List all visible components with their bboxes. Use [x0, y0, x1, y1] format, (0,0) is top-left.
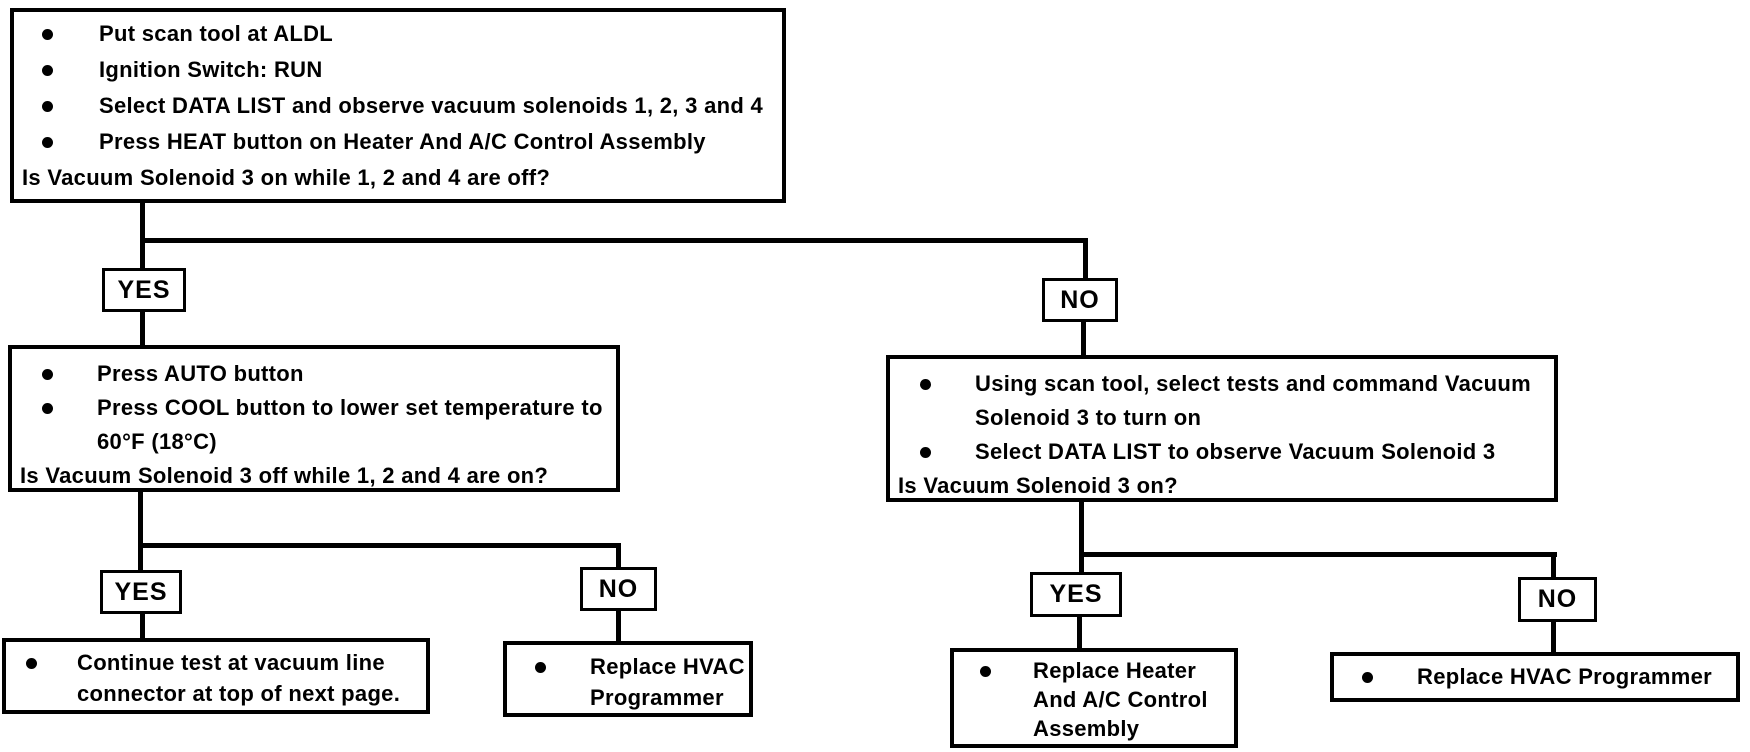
root-bullet-row: Select DATA LIST and observe vacuum sole…	[14, 88, 782, 124]
continue-test-line: Continue test at vacuum line	[77, 650, 385, 675]
connector-right-decision-stem	[1079, 500, 1084, 557]
node-replace-hvac-programmer-left-box: Replace HVAC Programmer	[503, 641, 753, 717]
connector-no3-to-replace-hvac	[1551, 620, 1556, 654]
replace-hvac-right-bullet-row: Replace HVAC Programmer	[1334, 656, 1736, 697]
bullet-icon	[26, 658, 37, 669]
root-bullet-row: Press HEAT button on Heater And A/C Cont…	[14, 124, 782, 160]
connector-root-yes-stub	[140, 238, 145, 270]
yes-label-text: YES	[117, 275, 171, 304]
connector-no1-to-right-decision	[1081, 320, 1086, 357]
root-bullet-text: Select DATA LIST and observe vacuum sole…	[99, 93, 764, 118]
left-decision-bullet-text: Press COOL button to lower set temperatu…	[97, 391, 603, 459]
node-right-decision-box: Using scan tool, select tests and comman…	[886, 355, 1558, 502]
replace-heater-text: Replace Heater And A/C Control Assembly	[1033, 656, 1208, 743]
continue-test-bullet-row: Continue test at vacuum line connector a…	[6, 647, 426, 709]
bullet-icon	[42, 137, 53, 148]
right-decision-bullet-text: Select DATA LIST to observe Vacuum Solen…	[975, 439, 1496, 464]
right-decision-bullet-line: Using scan tool, select tests and comman…	[975, 371, 1531, 396]
label-no-right: NO	[1518, 577, 1597, 622]
connector-left-split-horizontal	[138, 543, 621, 548]
label-no-left: NO	[580, 567, 657, 611]
node-left-decision-box: Press AUTO button Press COOL button to l…	[8, 345, 620, 492]
bullet-icon	[42, 403, 53, 414]
bullet-icon	[1362, 672, 1373, 683]
root-bullet-row: Put scan tool at ALDL	[14, 16, 782, 52]
node-replace-hvac-programmer-right-box: Replace HVAC Programmer	[1330, 652, 1740, 702]
label-yes-right: YES	[1030, 572, 1122, 617]
label-yes-root: YES	[102, 268, 186, 312]
replace-heater-line: Replace Heater	[1033, 658, 1197, 683]
right-decision-bullet-text: Using scan tool, select tests and comman…	[975, 367, 1531, 435]
label-no-root: NO	[1042, 278, 1118, 322]
replace-heater-bullet-row: Replace Heater And A/C Control Assembly	[954, 656, 1234, 743]
left-decision-bullet-line: Press COOL button to lower set temperatu…	[97, 395, 603, 420]
left-decision-bullet-row: Press AUTO button	[12, 357, 616, 391]
no-label-text: NO	[1060, 285, 1100, 314]
no-label-text: NO	[598, 574, 639, 603]
connector-right-no-stub	[1551, 552, 1556, 579]
right-decision-bullet-row: Using scan tool, select tests and comman…	[890, 367, 1554, 435]
replace-hvac-left-text: Replace HVAC Programmer	[590, 651, 745, 713]
replace-heater-line: And A/C Control	[1033, 687, 1208, 712]
left-decision-question-text: Is Vacuum Solenoid 3 off while 1, 2 and …	[20, 463, 549, 488]
left-decision-bullet-row: Press COOL button to lower set temperatu…	[12, 391, 616, 459]
connector-yes1-to-left-decision	[140, 310, 145, 347]
replace-heater-line: Assembly	[1033, 716, 1140, 741]
connector-left-decision-stem	[138, 490, 143, 548]
root-bullet-text: Press HEAT button on Heater And A/C Cont…	[99, 129, 706, 154]
bullet-icon	[42, 65, 53, 76]
bullet-icon	[42, 101, 53, 112]
replace-hvac-left-line: Programmer	[590, 685, 724, 710]
bullet-icon	[42, 29, 53, 40]
replace-hvac-left-line: Replace HVAC	[590, 654, 745, 679]
right-decision-bullet-row: Select DATA LIST to observe Vacuum Solen…	[890, 435, 1554, 469]
root-bullet-text: Ignition Switch: RUN	[99, 57, 323, 82]
connector-root-no-stub	[1083, 238, 1088, 280]
bullet-icon	[980, 666, 991, 677]
label-yes-left: YES	[100, 570, 182, 614]
left-decision-bullet-text: Press AUTO button	[97, 361, 304, 386]
node-root-box: Put scan tool at ALDL Ignition Switch: R…	[10, 8, 786, 203]
root-bullet-row: Ignition Switch: RUN	[14, 52, 782, 88]
bullet-icon	[42, 369, 53, 380]
root-question-text: Is Vacuum Solenoid 3 on while 1, 2 and 4…	[22, 165, 551, 190]
yes-label-text: YES	[1049, 580, 1103, 608]
yes-label-text: YES	[114, 577, 168, 606]
right-decision-question-text: Is Vacuum Solenoid 3 on?	[898, 473, 1178, 498]
replace-hvac-right-text: Replace HVAC Programmer	[1417, 664, 1713, 689]
no-label-text: NO	[1537, 585, 1578, 613]
bullet-icon	[920, 447, 931, 458]
connector-right-yes-stub	[1079, 552, 1084, 574]
node-continue-test-box: Continue test at vacuum line connector a…	[2, 638, 430, 714]
connector-no2-to-replace-hvac	[616, 609, 621, 643]
connector-right-split-horizontal	[1079, 552, 1557, 557]
replace-hvac-left-bullet-row: Replace HVAC Programmer	[507, 651, 749, 713]
connector-root-stem	[140, 200, 145, 243]
connector-left-no-stub	[616, 543, 621, 569]
connector-yes2-to-continue	[140, 612, 145, 640]
connector-left-yes-stub	[138, 543, 143, 572]
bullet-icon	[920, 379, 931, 390]
connector-root-split-horizontal	[140, 238, 1088, 243]
left-decision-bullet-line: 60°F (18°C)	[97, 429, 217, 454]
node-replace-heater-control-box: Replace Heater And A/C Control Assembly	[950, 648, 1238, 748]
connector-yes3-to-replace-heater	[1077, 614, 1082, 650]
root-bullet-text: Put scan tool at ALDL	[99, 21, 334, 46]
continue-test-text: Continue test at vacuum line connector a…	[77, 647, 400, 709]
right-decision-bullet-line: Solenoid 3 to turn on	[975, 405, 1202, 430]
bullet-icon	[535, 662, 546, 673]
continue-test-line: connector at top of next page.	[77, 681, 401, 706]
